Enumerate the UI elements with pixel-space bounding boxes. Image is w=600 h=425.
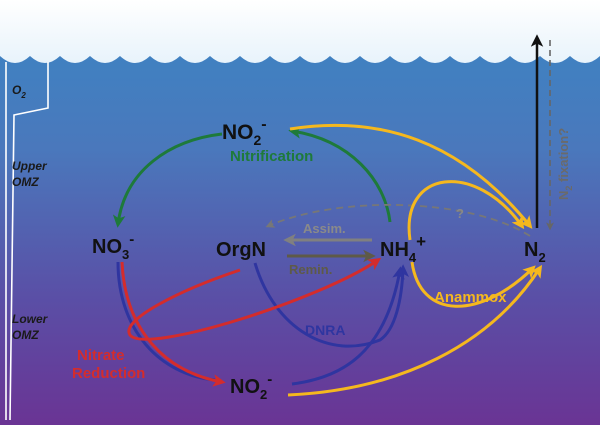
nitrification-nh4-to-no2-arrow	[288, 126, 392, 223]
lower-omz-label-2: OMZ	[12, 328, 39, 342]
node-orgn: OrgN	[216, 239, 266, 261]
nitrate-reduction-no3-to-no2-arrow	[120, 261, 226, 387]
node-nh4: NH4+	[380, 232, 426, 265]
nitrification-label: Nitrification	[230, 148, 313, 165]
anammox-nh4-to-n2-arrow	[407, 180, 525, 241]
anammox-no2-bottom-to-n2-arrow	[287, 264, 543, 397]
anammox-label: Anammox	[434, 289, 507, 306]
node-no3: NO3-	[92, 231, 134, 262]
oxygen-profile-line	[5, 62, 49, 421]
assimilation-label: Assim.	[303, 221, 346, 236]
remineralization-label: Remin.	[289, 262, 332, 277]
dnra-no2-to-nh4-arrow	[291, 266, 405, 386]
anammox-nh4-lower-to-n2-arrow	[410, 261, 536, 308]
node-no2-bottom: NO2-	[230, 371, 272, 402]
nitrification-no2-to-no3-arrow	[112, 132, 223, 228]
anammox-no2-top-to-n2-arrow	[289, 123, 533, 229]
fixation-label: N2 fixation?	[556, 128, 574, 200]
nitrate-reduction-label-2: Reduction	[72, 365, 145, 382]
lower-omz-label-1: Lower	[12, 312, 49, 326]
upper-omz-label-1: Upper	[12, 159, 48, 173]
sea-surface-wave	[0, 0, 600, 63]
upper-omz-label-2: OMZ	[12, 175, 39, 189]
dnra-label: DNRA	[305, 322, 345, 338]
node-no2-top: NO2-	[222, 116, 267, 148]
unknown-pathway-arrow	[265, 204, 531, 237]
nitrate-reduction-label-1: Nitrate	[77, 347, 125, 364]
oxygen-label: O2	[12, 83, 26, 100]
nitrate-reduction-no3-to-nh4-arrow	[127, 257, 382, 341]
unknown-label: ?	[456, 206, 464, 221]
node-n2: N2	[524, 239, 546, 265]
